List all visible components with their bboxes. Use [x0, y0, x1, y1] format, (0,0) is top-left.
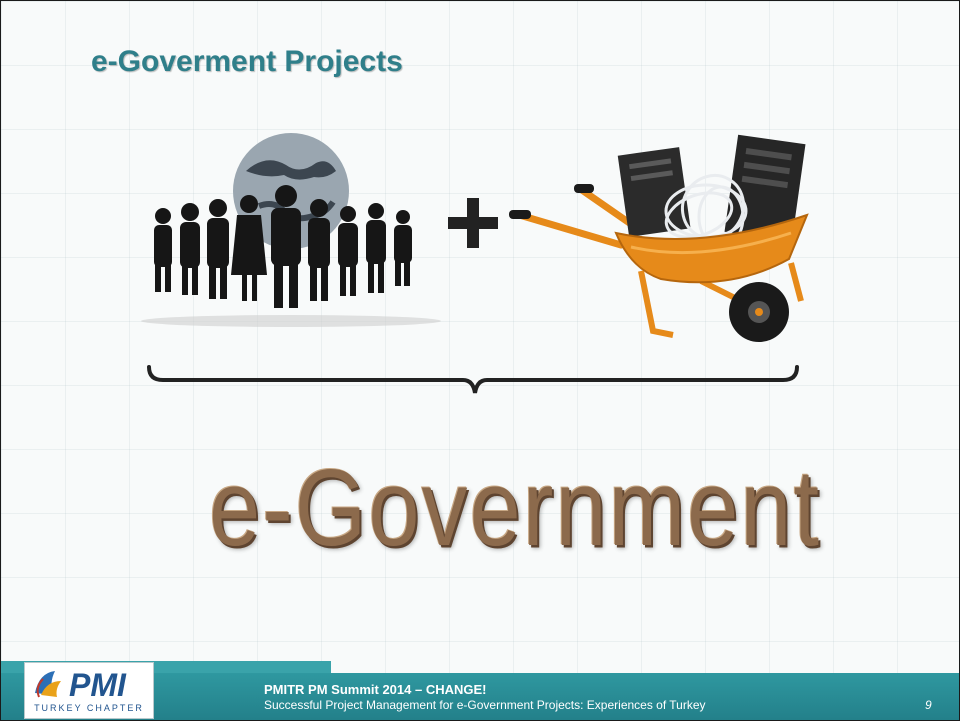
pmi-logo-text: PMI [69, 667, 127, 703]
page-number: 9 [925, 698, 932, 712]
curly-brace [147, 365, 799, 394]
e-government-wordart: e-Government [209, 448, 822, 569]
plus-sign-icon [448, 198, 498, 248]
footer-band [1, 673, 959, 720]
logo-caption: TURKEY CHAPTER [34, 703, 144, 713]
slide-title: e-Goverment Projects [91, 45, 403, 78]
wheelbarrow-servers-image [509, 134, 809, 342]
server-tower-left [617, 147, 691, 237]
illustration [141, 133, 809, 394]
pmi-logo: PMI TURKEY CHAPTER [24, 662, 154, 719]
pmi-flower-icon [35, 671, 61, 698]
footer-presentation-title: Successful Project Management for e-Gove… [264, 698, 706, 712]
people-silhouettes-image [141, 185, 441, 327]
pmi-logo-mark: PMI [35, 667, 127, 703]
footer-event-title: PMITR PM Summit 2014 – CHANGE! [264, 682, 487, 697]
